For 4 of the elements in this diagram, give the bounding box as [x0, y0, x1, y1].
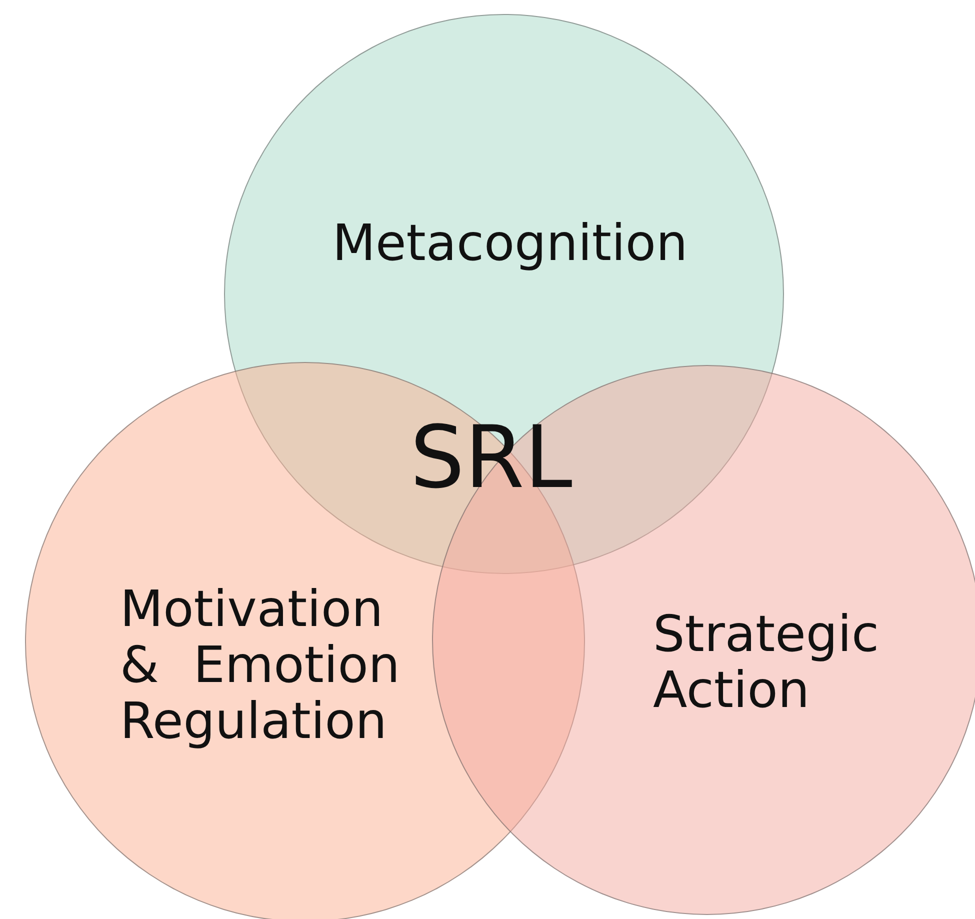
circle-label: Strategic Action	[653, 606, 880, 718]
circle-label: Motivation & Emotion Regulation	[120, 581, 400, 749]
center-label: SRL	[410, 408, 572, 508]
circle-label: Metacognition	[331, 215, 689, 271]
